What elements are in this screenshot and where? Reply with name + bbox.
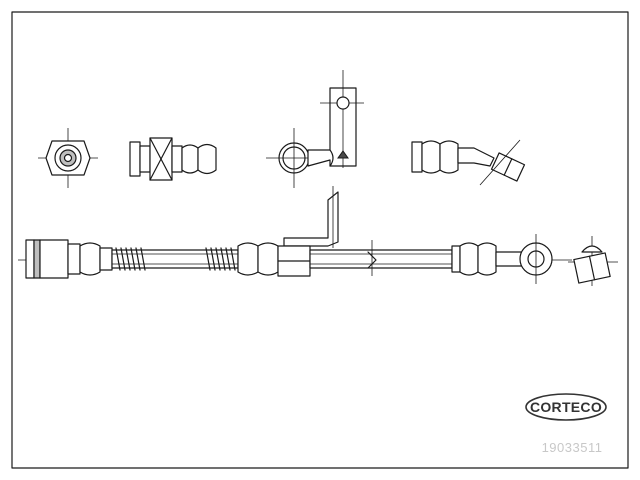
angled-tube-fitting-view [411,139,526,186]
brand-name: CORTECO [530,399,602,415]
union-fitting-side-view [129,137,217,181]
bracket-clip-view [266,70,364,188]
brake-hose-assembly [18,186,572,284]
part-number: 19033511 [542,440,603,455]
drawing-frame [11,11,629,469]
banjo-bolt-view [568,236,618,286]
hex-fitting-end-view [38,128,98,188]
corteco-logo: CORTECO [525,393,607,421]
